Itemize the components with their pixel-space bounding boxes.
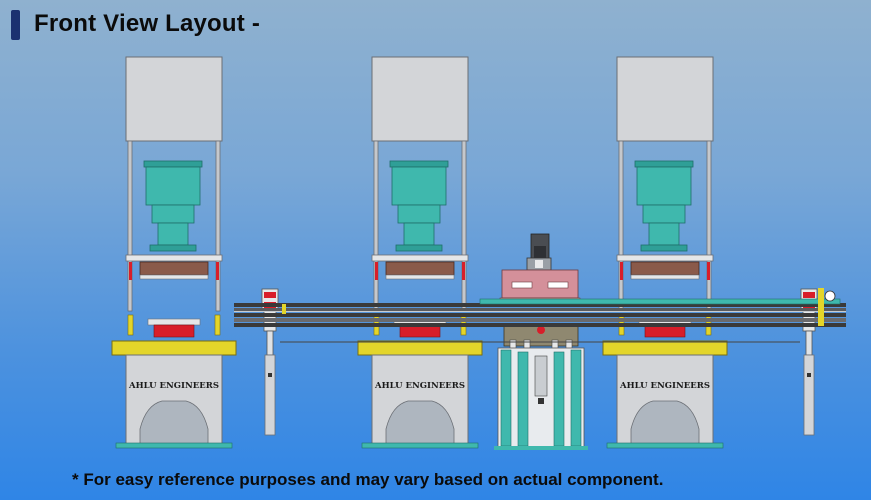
- footnote: * For easy reference purposes and may va…: [72, 470, 664, 489]
- transfer-conveyor: [234, 288, 846, 343]
- station-label-1: AHLU ENGINEERS: [128, 381, 219, 391]
- station-label-2: AHLU ENGINEERS: [374, 381, 465, 391]
- title-accent-bar: [11, 10, 20, 40]
- station-label-3: AHLU ENGINEERS: [619, 381, 710, 391]
- center-transfer-unit: [494, 233, 588, 450]
- slide-title: Front View Layout -: [34, 10, 261, 37]
